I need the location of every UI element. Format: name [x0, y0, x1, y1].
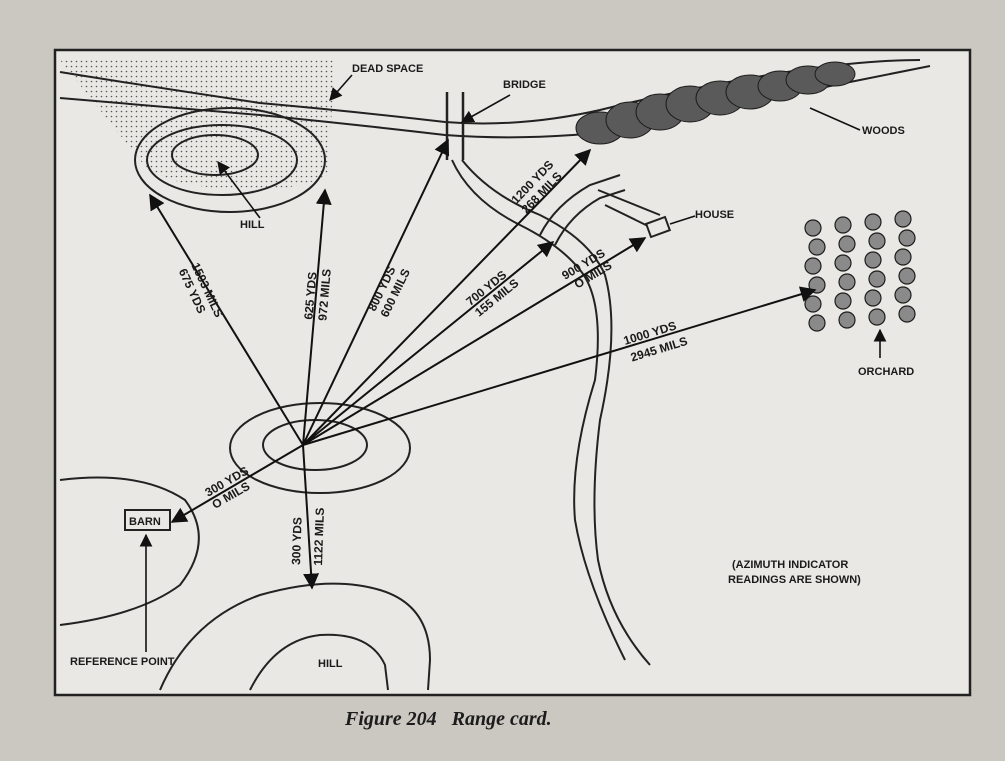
- line-to-hill-left: [149, 193, 304, 446]
- barn-icon: [124, 509, 171, 531]
- orchard-tree: [894, 210, 912, 228]
- orchard-tree: [808, 314, 826, 332]
- woods-label: WOODS: [862, 125, 905, 137]
- orchard-tree: [868, 232, 886, 250]
- orchard-tree: [894, 248, 912, 266]
- dead-space-area: [60, 58, 335, 190]
- range-lines: [149, 138, 817, 590]
- hill-bottom-label: HILL: [318, 658, 343, 670]
- line-to-hill-bottom: [302, 444, 320, 590]
- orchard-tree: [894, 286, 912, 304]
- line-to-dead-space: [302, 188, 332, 446]
- leader-bridge: [460, 94, 511, 123]
- orchard-trees: [804, 210, 916, 332]
- hill-bottom-azimuth: 1122 MILS: [311, 507, 327, 565]
- road-east-edge: [461, 159, 651, 666]
- bottom-hill-contour-2: [249, 633, 389, 691]
- leader-dead-space: [329, 74, 353, 101]
- azimuth-note-line1: (AZIMUTH INDICATOR: [732, 559, 848, 571]
- orchard-tree: [808, 238, 826, 256]
- orchard-tree: [864, 213, 882, 231]
- line-to-bridge: [302, 138, 450, 446]
- hill-top-contour-3: [134, 107, 326, 213]
- hill-top-azimuth: 972 MILS: [315, 268, 333, 321]
- orchard-tree: [838, 235, 856, 253]
- leader-house: [669, 215, 696, 225]
- line-to-road-junction: [302, 240, 555, 446]
- orchard-tree: [868, 308, 886, 326]
- orchard-tree: [804, 257, 822, 275]
- leader-woods: [809, 107, 861, 131]
- orchard-tree: [804, 295, 822, 313]
- leader-hill-top: [217, 160, 261, 219]
- woods-area: [575, 61, 856, 145]
- orchard-tree: [834, 254, 852, 272]
- orchard-tree: [898, 267, 916, 285]
- azimuth-note-line2: READINGS ARE SHOWN): [728, 574, 861, 586]
- label-leaders: [139, 74, 887, 652]
- orchard-tree: [898, 305, 916, 323]
- house-icon: [644, 215, 672, 239]
- hill-top-contour-2: [146, 124, 298, 196]
- bottom-hill-contour-1: [159, 582, 432, 691]
- line-to-house: [302, 237, 647, 446]
- lane-to-house: [597, 189, 661, 229]
- line-to-woods: [302, 148, 592, 446]
- orchard-tree: [834, 216, 852, 234]
- orchard-tree: [838, 273, 856, 291]
- line-to-orchard: [302, 286, 817, 446]
- hill-top-label: HILL: [240, 219, 265, 231]
- hill-bottom-range: 300 YDS: [289, 517, 305, 565]
- orchard-tree: [838, 311, 856, 329]
- orchard-tree: [868, 270, 886, 288]
- orchard-tree: [864, 289, 882, 307]
- center-hill-contour-2: [229, 402, 411, 494]
- orchard-tree: [864, 251, 882, 269]
- terrain: [59, 58, 931, 691]
- hill-top-contour-1: [171, 134, 259, 176]
- hill-top-range: 625 YDS: [301, 271, 319, 320]
- hill-bottom-range-label: 300 YDS 1122 MILS: [289, 507, 327, 565]
- barn-hill-contour: [59, 476, 200, 626]
- bridge-label: BRIDGE: [503, 79, 546, 91]
- house-label: HOUSE: [695, 209, 734, 221]
- road-branch-west: [539, 174, 621, 236]
- orchard-tree: [898, 229, 916, 247]
- figure-caption: Figure 204 Range card.: [344, 708, 552, 730]
- hill-top-range-label: 625 YDS 972 MILS: [301, 268, 333, 321]
- road-branch-east: [554, 189, 626, 246]
- orchard-label: ORCHARD: [858, 366, 914, 378]
- reference-point-label: REFERENCE POINT: [70, 656, 175, 668]
- orchard-tree: [804, 219, 822, 237]
- line-to-barn: [170, 444, 304, 523]
- dead-space-label: DEAD SPACE: [352, 63, 423, 75]
- barn-label: BARN: [129, 516, 161, 528]
- orchard-tree: [834, 292, 852, 310]
